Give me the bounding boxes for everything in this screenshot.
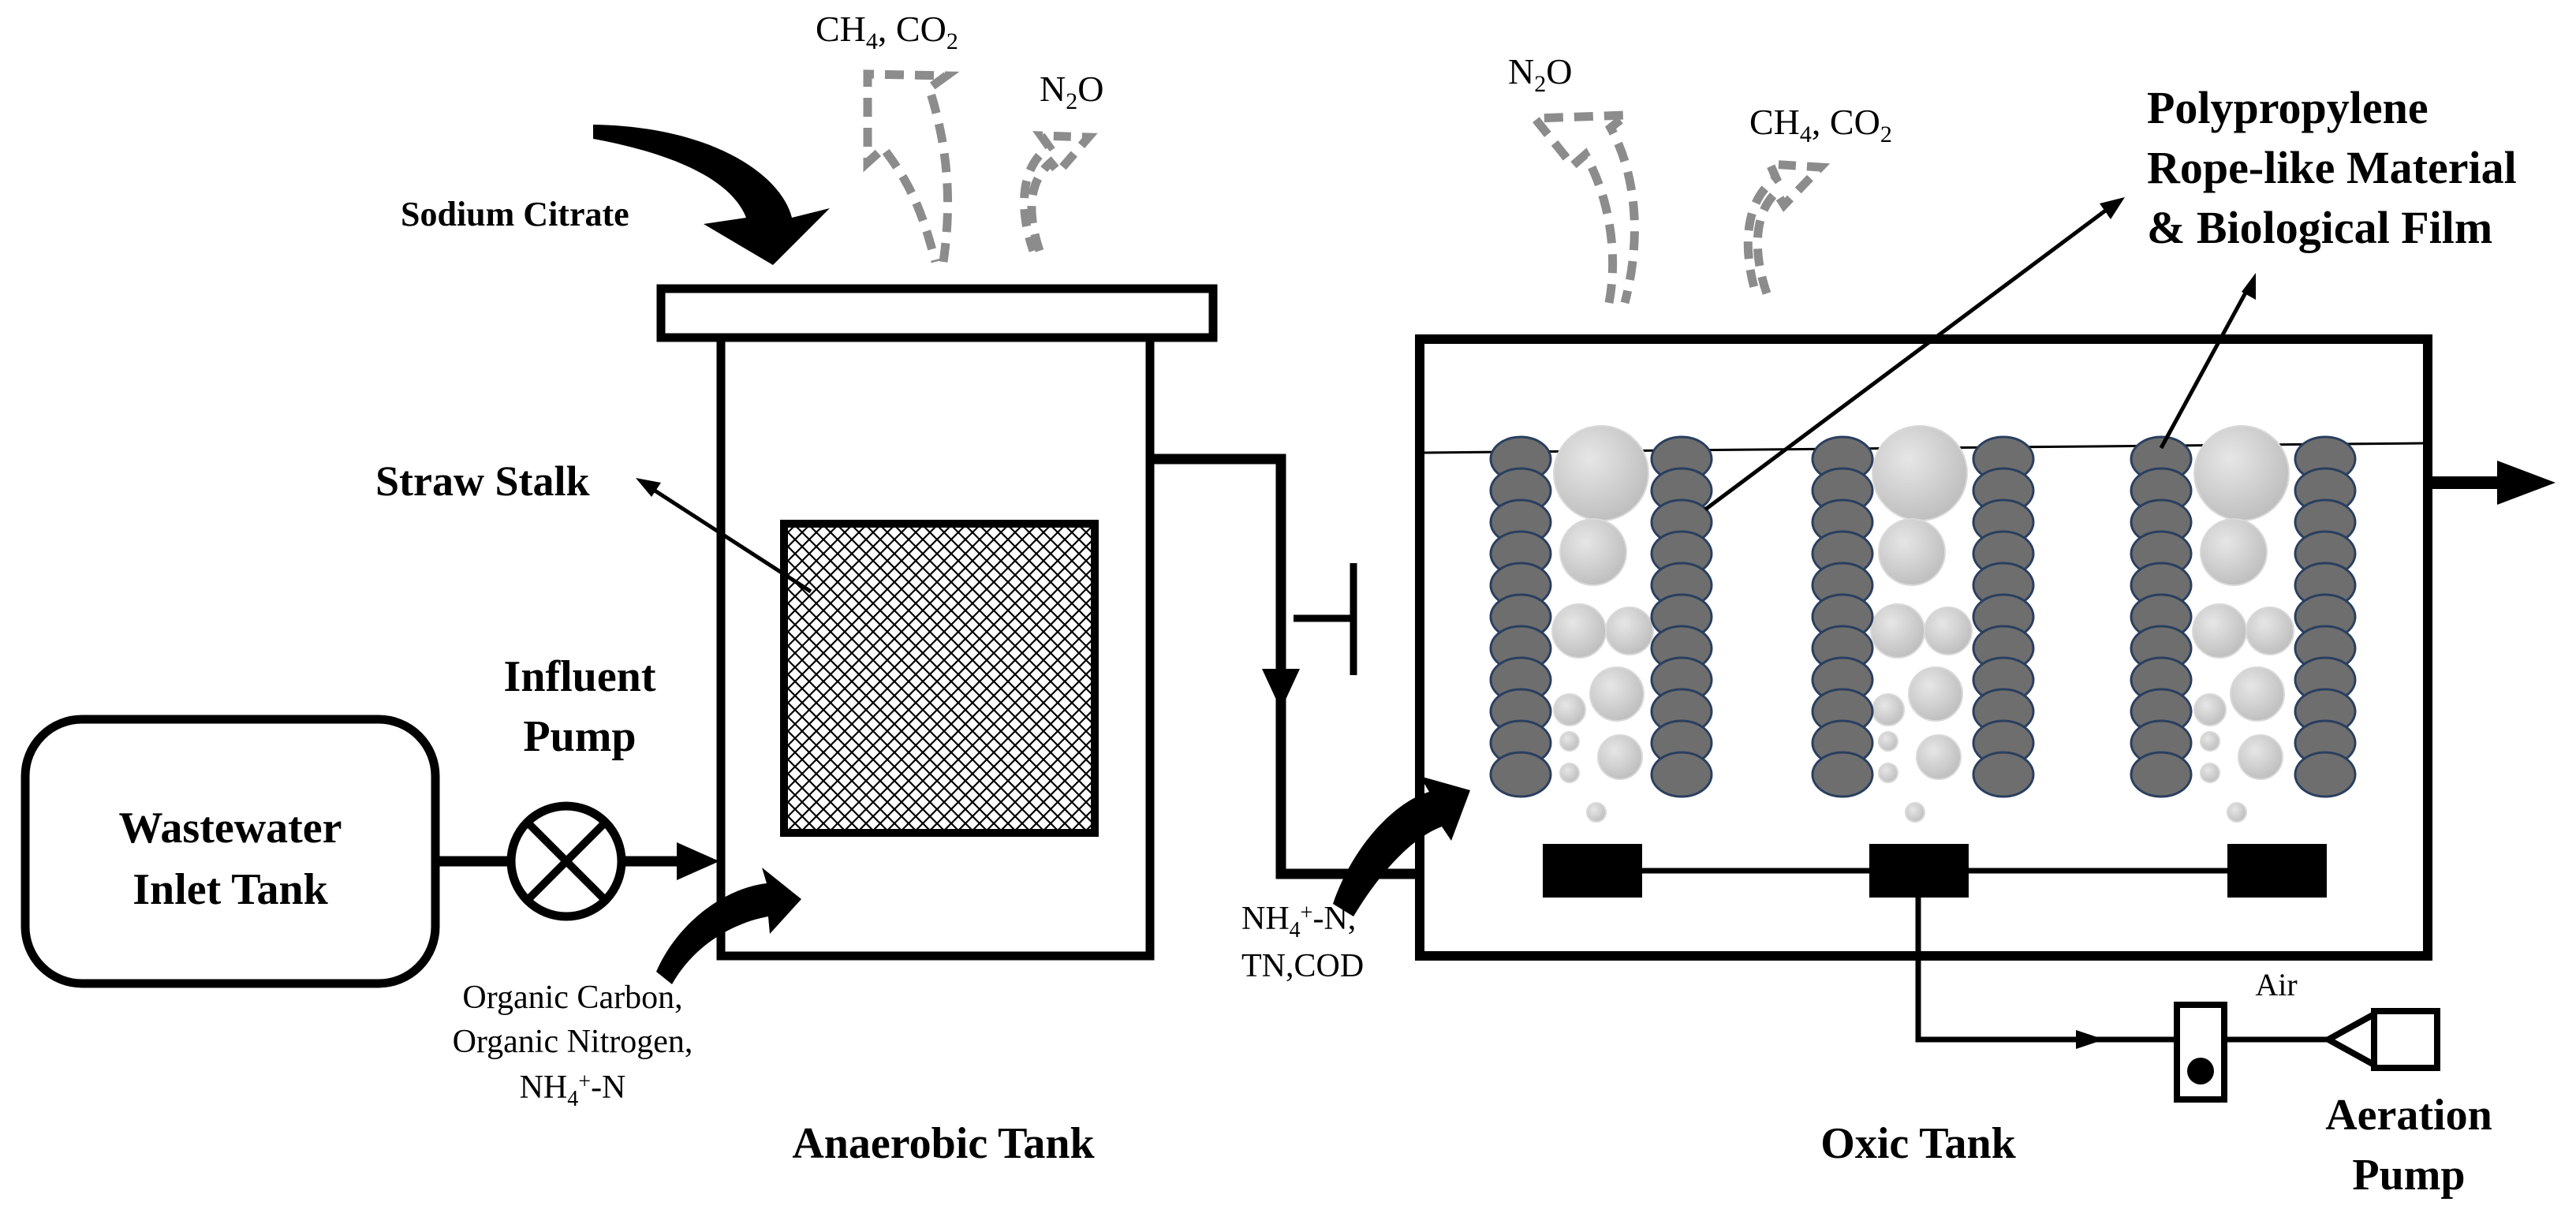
air-bubble [1870,603,1925,659]
rope-2 [1650,435,1713,798]
rope-6 [2294,435,2357,798]
influent-components-2: Organic Nitrogen, [453,1024,693,1060]
rope-5 [2130,435,2193,798]
rope-3 [1811,435,1874,798]
polypropylene-label-1: Polypropylene [2147,82,2429,133]
anaerobic-gas-label-1: CH4, CO2 [816,9,958,54]
air-bubble [1559,731,1580,752]
air-bubble [1553,425,1649,521]
aeration-pump-label-2: Pump [2352,1151,2465,1200]
polypropylene-pointers [1704,197,2256,512]
air-bubble [1878,763,1898,783]
influent-components-1: Organic Carbon, [462,980,682,1016]
dashed-curved-arrow-icon [1020,131,1098,252]
rope-segment [1650,751,1713,798]
air-bubble [1551,603,1607,659]
curved-arrow-icon [656,868,801,984]
air-bubble [1924,607,1973,655]
air-bubble [1559,763,1580,783]
air-bubble [1589,666,1645,722]
sodium-citrate-label: Sodium Citrate [401,195,629,233]
air-bubble [2238,734,2283,780]
air-bubble [2230,666,2285,722]
air-bubble [1586,802,1607,823]
air-bubble [2200,763,2220,783]
air-bubble [1878,731,1898,752]
transfer-components-2: TN,COD [1241,948,1364,984]
wastewater-tank-label-2: Inlet Tank [133,865,328,914]
rope-segment [1811,751,1874,798]
influent-pipe [435,842,719,880]
rope-segment [2130,751,2193,798]
rope-4 [1972,435,2035,798]
air-bubbles [1551,425,2294,823]
influent-components-3: NH4+-N [520,1069,626,1111]
valve-icon [2174,1002,2227,1103]
oxic-tank-label: Oxic Tank [1820,1119,2016,1168]
air-bubble [1905,802,1925,823]
effluent-arrow [2428,461,2555,505]
air-bubble [1559,518,1627,586]
anaerobic-tank-label: Anaerobic Tank [792,1119,1095,1168]
air-bubble [2193,693,2227,726]
polypropylene-label-2: Rope-like Material [2147,142,2517,193]
polypropylene-label-3: & Biological Film [2147,202,2492,253]
influent-pump-label-1: Influent [504,652,656,701]
influent-pump-label-2: Pump [523,712,636,761]
straw-stalk-media [780,520,1099,837]
air-bubble [1605,607,1654,655]
oxic-gas-label-1: N2O [1508,51,1572,97]
rope-segment [2294,751,2357,798]
air-bubble [1597,734,1643,780]
straw-stalk-pointer [636,478,812,594]
air-bubble [2200,518,2268,586]
anaerobic-gas-label-2: N2O [1040,69,1103,114]
curved-arrow-icon [593,125,830,265]
straw-stalk-label: Straw Stalk [375,457,590,505]
air-bubble [2193,425,2290,521]
air-bubble [1908,666,1963,722]
aeration-pump-label-1: Aeration [2325,1091,2492,1140]
dashed-curved-arrow-icon [863,69,960,263]
air-bubble [1916,734,1962,780]
transfer-components-1: NH4+-N, [1241,901,1356,942]
rope-1 [1489,435,1552,798]
aeration-diffusers [1543,844,2374,1049]
rope-segment [1489,751,1552,798]
dashed-curved-arrow-icon [1525,110,1640,304]
anaerobic-tank [656,284,1218,961]
air-bubble [2192,603,2247,659]
rope-segment [1972,751,2035,798]
transfer-pipe [1150,454,1420,879]
oxic-gas-label-2: CH4, CO2 [1749,102,1892,147]
air-bubble [2227,802,2247,823]
air-label: Air [2255,967,2297,1002]
curved-arrow-icon [1333,776,1470,916]
air-bubble [1872,693,1905,726]
polypropylene-ropes [1489,435,2357,798]
air-bubble [1878,518,1946,586]
air-bubble [2246,607,2294,655]
air-bubble [2200,731,2220,752]
air-bubble [1872,425,1968,521]
wastewater-tank-label-1: Wastewater [118,804,342,853]
wastewater-inlet-tank: Wastewater Inlet Tank [21,715,440,988]
circle-cross-icon [506,801,626,921]
air-bubble [1553,693,1586,726]
dashed-curved-arrow-icon [1743,159,1831,295]
triangle-pump-icon [2321,1008,2440,1071]
